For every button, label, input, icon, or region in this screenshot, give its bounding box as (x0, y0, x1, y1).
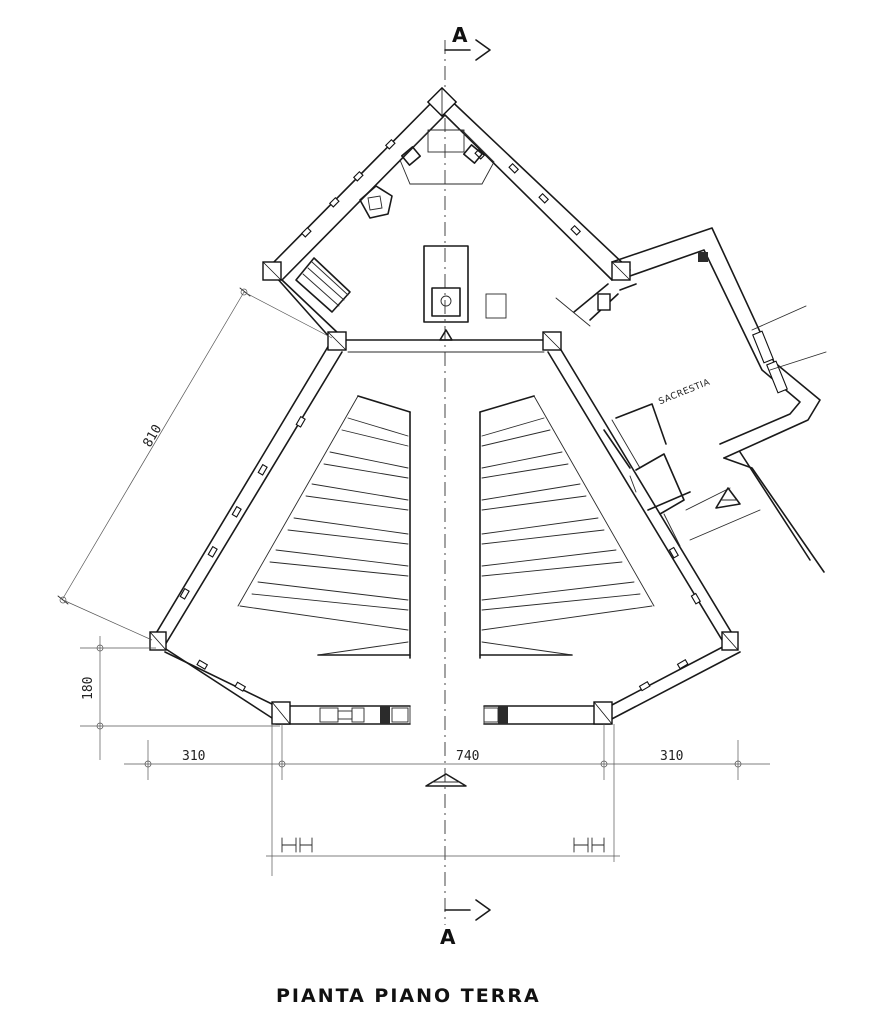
drawing-title: PIANTA PIANO TERRA (276, 985, 541, 1007)
dimension-horizontal (124, 724, 770, 780)
church-walls (151, 91, 741, 725)
dimension-180 (80, 636, 280, 760)
section-marker-bottom: A (440, 925, 456, 949)
section-marker-top: A (452, 23, 468, 47)
pews-left (237, 395, 411, 659)
dimension-810 (57, 287, 333, 641)
dim-label-810: 810 (140, 422, 165, 450)
section-line-a (444, 39, 491, 925)
room-label-sacrestia: SACRESTIA (657, 377, 712, 407)
dim-label-310-left: 310 (182, 749, 205, 764)
dim-label-180: 180 (81, 677, 96, 700)
dim-label-740: 740 (456, 749, 479, 764)
apse-furniture (295, 129, 507, 341)
lower-bracket (266, 724, 620, 876)
pews-right (479, 395, 655, 659)
wall-windows (179, 138, 701, 692)
corner-piers (149, 86, 739, 725)
sacristy (555, 227, 827, 573)
dim-label-310-right: 310 (660, 749, 683, 764)
entrance (319, 705, 508, 787)
